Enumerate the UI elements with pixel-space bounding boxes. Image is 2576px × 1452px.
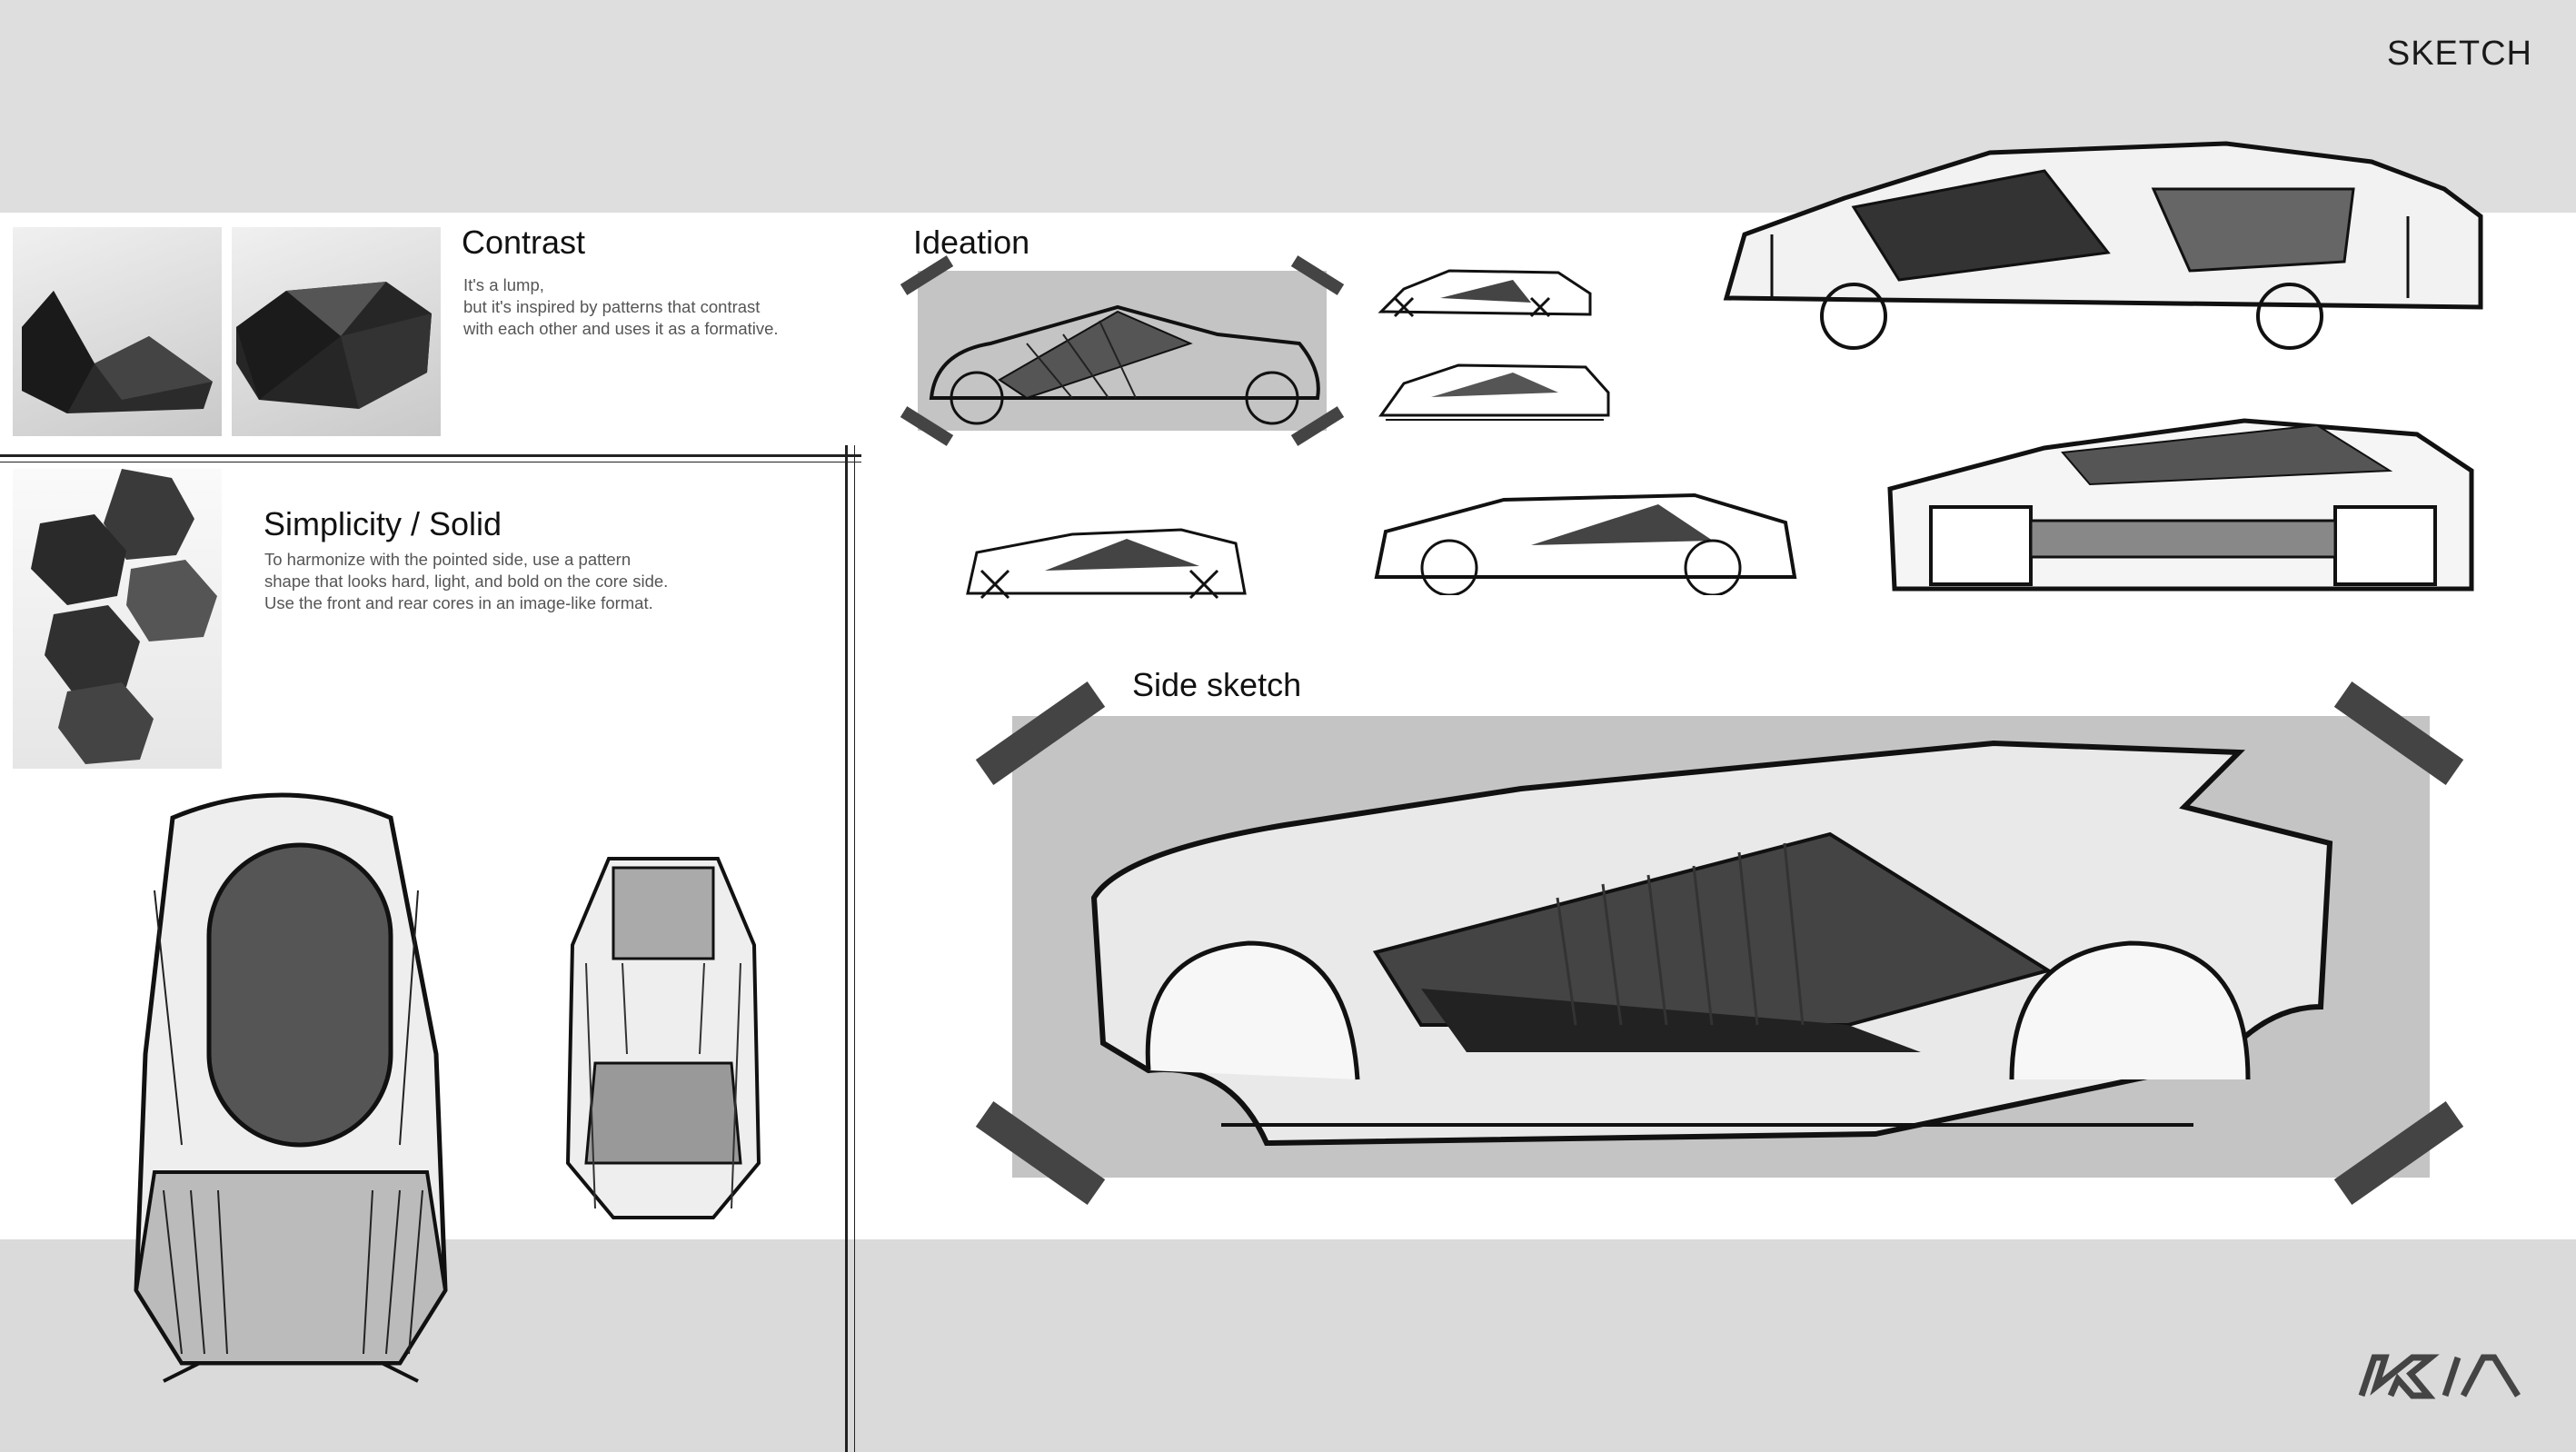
- kia-logo: [2358, 1352, 2521, 1399]
- ideation-main-panel: [918, 271, 1327, 431]
- top-view-sketch: [100, 781, 482, 1390]
- horizontal-divider: [0, 454, 861, 457]
- simplicity-description: To harmonize with the pointed side, use …: [264, 550, 669, 612]
- page-title: SKETCH: [2386, 35, 2532, 73]
- side-sketch-panel: [1012, 716, 2430, 1178]
- simplicity-title: Simplicity / Solid: [264, 505, 502, 542]
- ideation-sketch-small-2: [1377, 356, 1613, 429]
- ideation-sketch-row2-3: [1881, 416, 2481, 598]
- side-sketch-title: Side sketch: [1132, 666, 1302, 703]
- contrast-title: Contrast: [462, 224, 586, 261]
- front-view-sketch: [559, 854, 768, 1227]
- contrast-photo-2: [232, 227, 441, 436]
- vertical-divider: [845, 445, 848, 1452]
- ideation-sketch-row2-2: [1368, 482, 1804, 595]
- ideation-title: Ideation: [913, 224, 1030, 261]
- vertical-divider-thin: [854, 445, 855, 1452]
- simplicity-photo: [13, 469, 222, 769]
- ideation-sketch-small-1: [1377, 262, 1595, 325]
- contrast-photo-1: [13, 227, 222, 436]
- ideation-sketch-row2-1: [963, 516, 1254, 607]
- ideation-sketch-large-top: [1717, 134, 2490, 353]
- contrast-description: It's a lump, but it's inspired by patter…: [463, 275, 779, 338]
